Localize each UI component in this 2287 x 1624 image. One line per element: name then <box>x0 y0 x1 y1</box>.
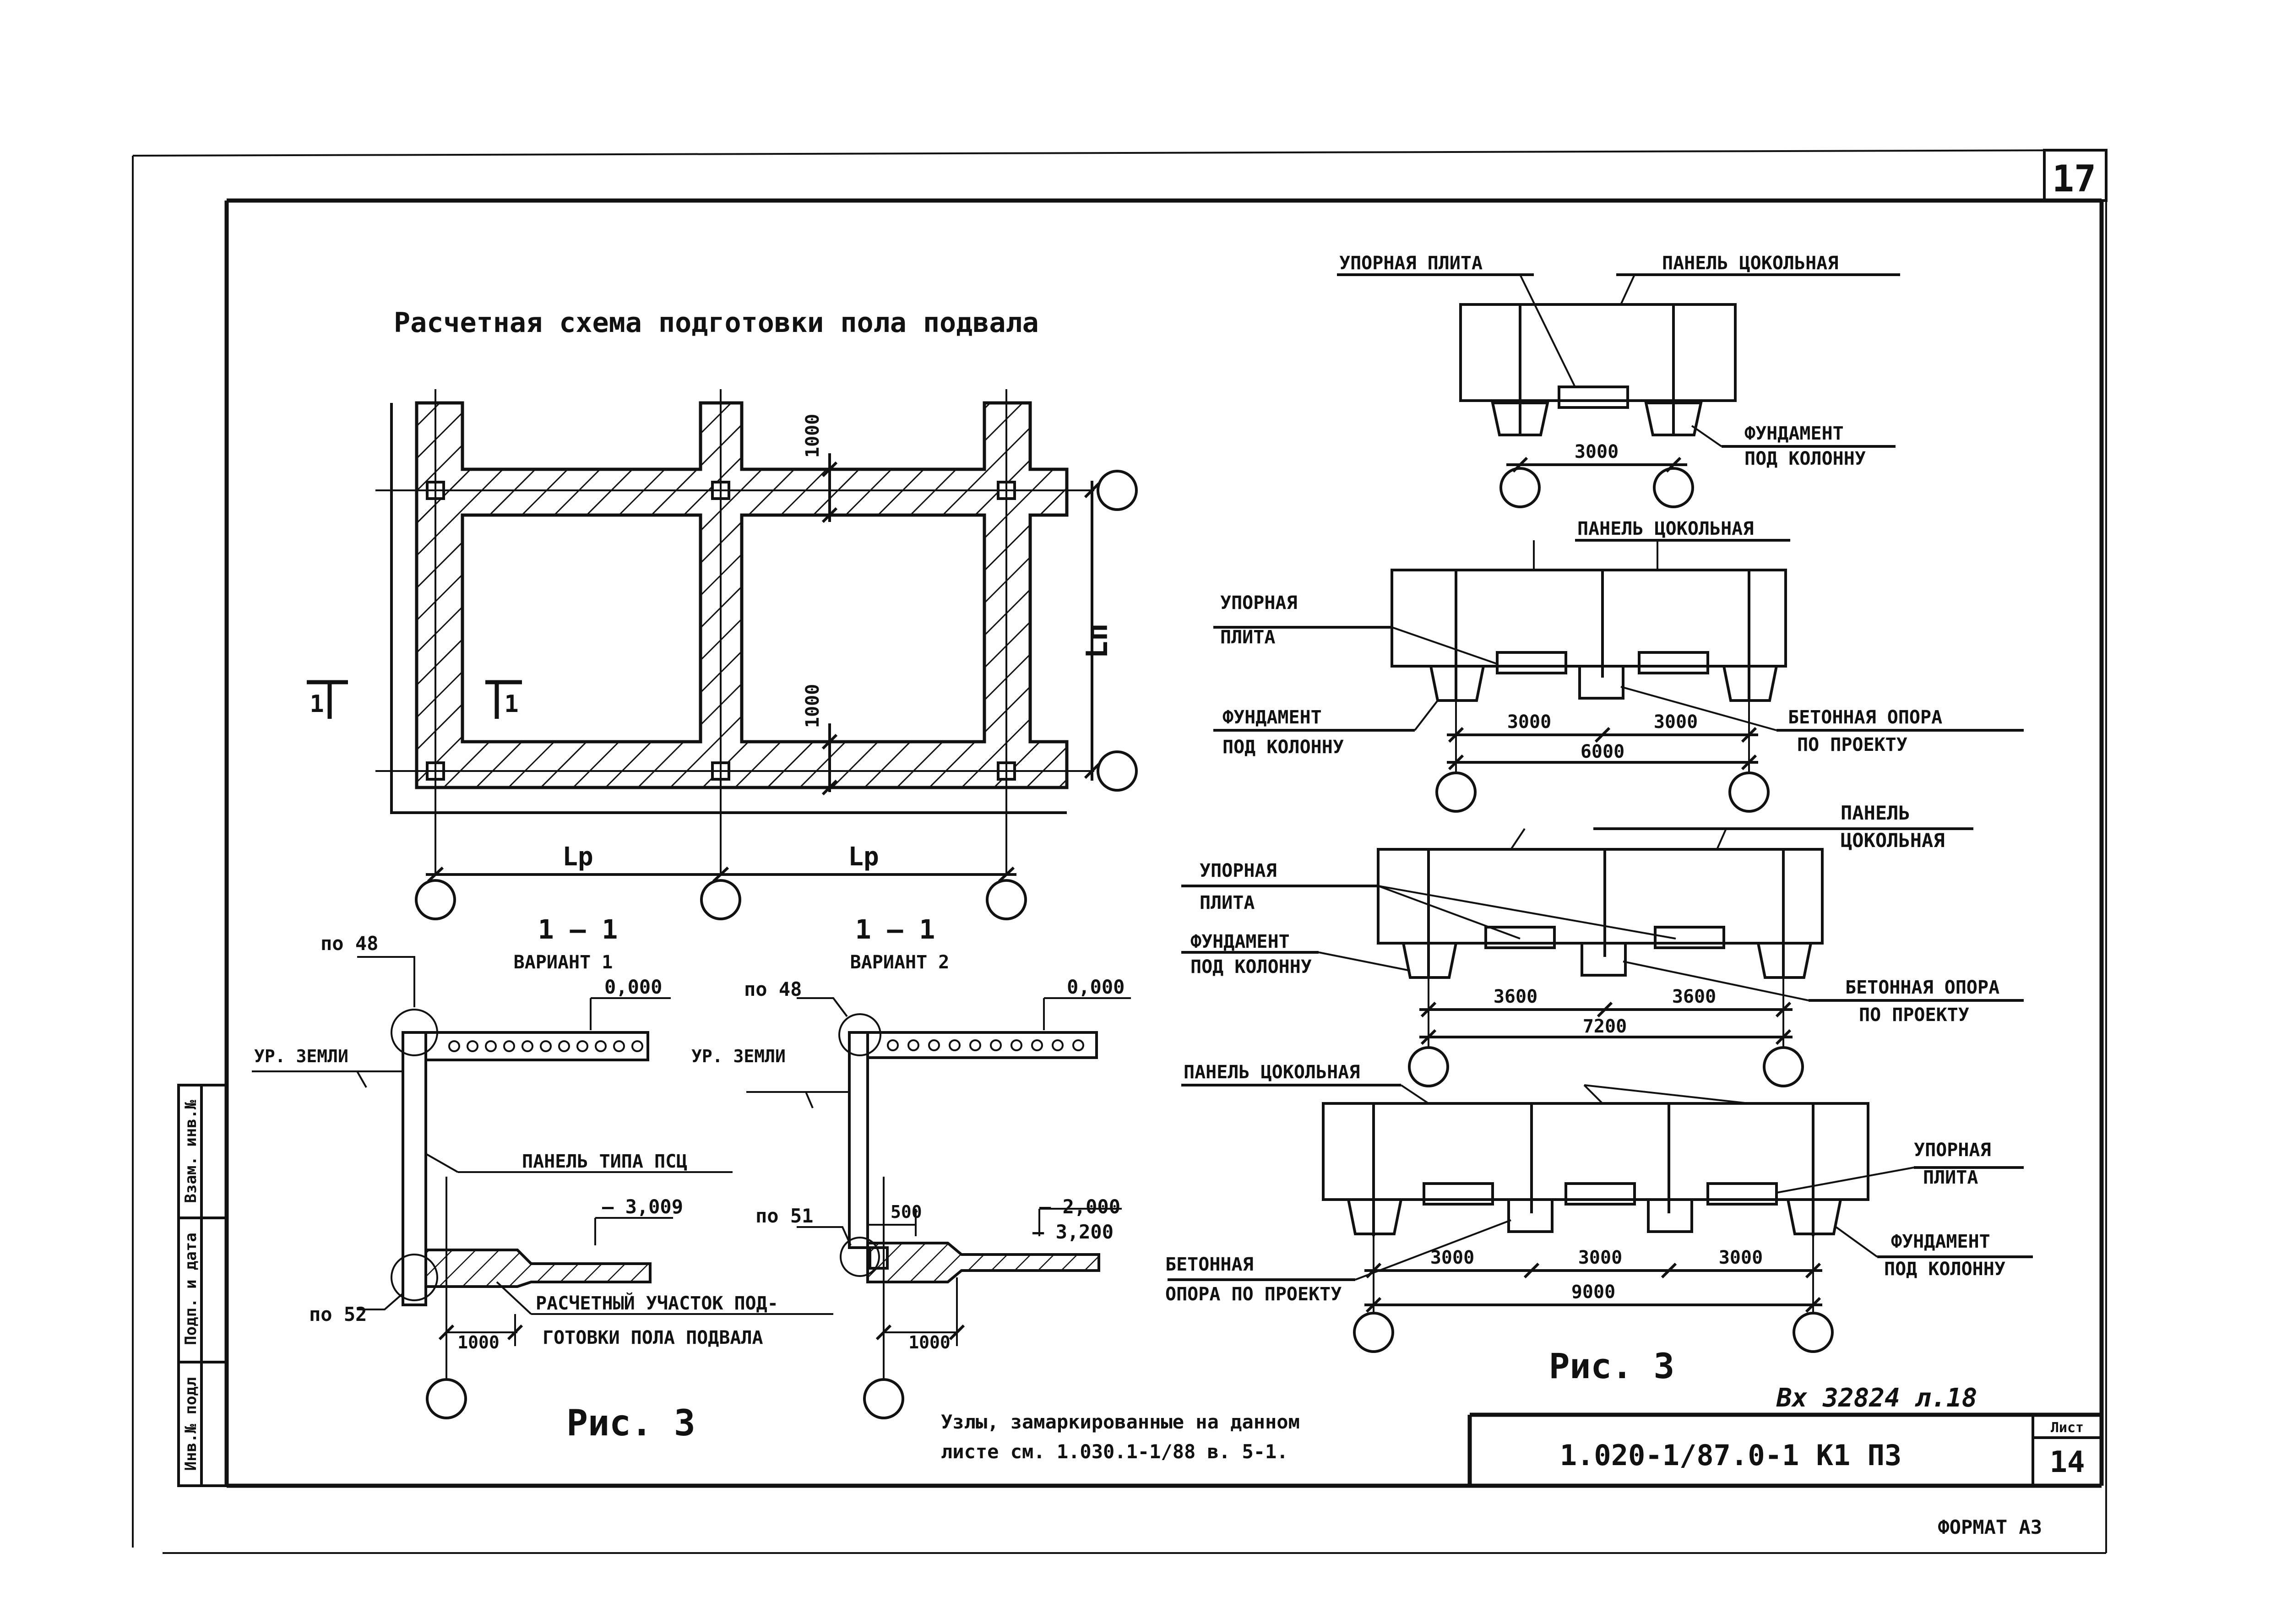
d4-foundation-1: ФУНДАМЕНТ <box>1891 1231 1990 1252</box>
inventory-note: Вх 32824 л.18 <box>1776 1383 1977 1413</box>
fig-label-right: Рис. 3 <box>1549 1346 1675 1386</box>
fig-label-left: Рис. 3 <box>566 1403 695 1444</box>
callout-line-2: ГОТОВКИ ПОЛА ПОДВАЛА <box>543 1327 763 1348</box>
plan-span-right: Lp <box>848 842 879 872</box>
node-48-a: по 48 <box>321 932 378 955</box>
d4-plinth-panel: ПАНЕЛЬ ЦОКОЛЬНАЯ <box>1184 1062 1360 1083</box>
d4-dim-total: 9000 <box>1571 1282 1615 1303</box>
d2-dim-a: 3000 <box>1507 712 1551 733</box>
d4-dim-b: 3000 <box>1578 1247 1622 1268</box>
dim-500: 500 <box>891 1202 922 1222</box>
node-52: по 52 <box>309 1303 367 1325</box>
d3-dim-a: 3600 <box>1494 986 1537 1007</box>
d3-support-1: УПОРНАЯ <box>1200 860 1277 881</box>
level-3200: – 3,200 <box>1032 1221 1114 1243</box>
d4-concrete-2: ОПОРА ПО ПРОЕКТУ <box>1165 1284 1342 1305</box>
ground-level-b: УР. ЗЕМЛИ <box>691 1046 786 1066</box>
section-v2-subtitle: ВАРИАНТ 2 <box>850 952 950 973</box>
plan-dim-1000-bottom: 1000 <box>802 684 823 728</box>
format-label: ФОРМАТ А3 <box>1938 1516 2042 1538</box>
sheet-label: Лист <box>2051 1420 2084 1436</box>
sheet-frame <box>132 149 2108 1554</box>
section-v2-title: 1 – 1 <box>855 914 935 945</box>
page-number: 17 <box>2052 158 2096 200</box>
detail-1 <box>1337 273 1900 508</box>
plan-title: Расчетная схема подготовки пола подвала <box>394 307 1039 339</box>
d4-dim-c: 3000 <box>1719 1247 1763 1268</box>
level-0000-b: 0,000 <box>1067 976 1124 998</box>
d3-support-2: ПЛИТА <box>1200 892 1255 913</box>
d2-dim-b: 3000 <box>1654 712 1698 733</box>
callout-line-1: РАСЧЕТНЫЙ УЧАСТОК ПОД- <box>536 1292 778 1314</box>
panel-type-label: ПАНЕЛЬ ТИПА ПСЦ <box>522 1151 687 1172</box>
d3-foundation-2: ПОД КОЛОННУ <box>1190 956 1312 978</box>
d2-concrete-2: ПО ПРОЕКТУ <box>1797 734 1907 755</box>
d4-support-1: УПОРНАЯ <box>1914 1140 1991 1161</box>
d2-dim-total: 6000 <box>1581 741 1624 762</box>
sidebar-stamp: Взам. инв.№ Подп. и дата Инв.№ подл <box>177 1084 228 1487</box>
d3-panel-2: ЦОКОЛЬНАЯ <box>1841 829 1945 852</box>
section-v1-subtitle: ВАРИАНТ 1 <box>514 952 613 973</box>
section-mark-mid: 1 <box>504 690 518 718</box>
level-0000-a: 0,000 <box>604 976 662 998</box>
d4-support-2: ПЛИТА <box>1923 1167 1978 1188</box>
d1-dim: 3000 <box>1575 441 1619 462</box>
title-block <box>1467 1412 2102 1486</box>
section-variant-1 <box>252 956 833 1419</box>
d1-plinth-panel: ПАНЕЛЬ ЦОКОЛЬНАЯ <box>1662 253 1838 274</box>
detail-4 <box>1168 1084 2033 1353</box>
d2-foundation-2: ПОД КОЛОННУ <box>1222 737 1344 758</box>
detail-3 <box>1181 827 2024 1087</box>
node-51: по 51 <box>755 1205 813 1227</box>
d3-concrete-2: ПО ПРОЕКТУ <box>1859 1005 1969 1026</box>
note-line-2: листе см. 1.030.1-1/88 в. 5-1. <box>941 1440 1288 1463</box>
sheet-number: 14 <box>2049 1445 2085 1479</box>
note-line-1: Узлы, замаркированные на данном <box>941 1411 1300 1433</box>
d4-concrete-1: БЕТОННАЯ <box>1165 1254 1254 1275</box>
sidebar-field-1: Инв.№ подл <box>182 1377 200 1471</box>
d2-foundation-1: ФУНДАМЕНТ <box>1222 707 1322 728</box>
sidebar-field-2: Подп. и дата <box>182 1233 200 1345</box>
plan-dim-1000-top: 1000 <box>802 414 823 458</box>
d1-foundation-1: ФУНДАМЕНТ <box>1744 423 1844 444</box>
dim-1000-b: 1000 <box>908 1332 951 1352</box>
d3-concrete-1: БЕТОННАЯ ОПОРА <box>1845 977 1999 998</box>
section-v1-title: 1 – 1 <box>538 914 618 945</box>
node-48-b: по 48 <box>744 978 802 1000</box>
d2-plinth-panel: ПАНЕЛЬ ЦОКОЛЬНАЯ <box>1577 518 1754 539</box>
d3-foundation-1: ФУНДАМЕНТ <box>1190 931 1290 952</box>
drawing-code: 1.020-1/87.0-1 К1 ПЗ <box>1560 1439 1902 1472</box>
plan-drawing <box>307 389 1138 920</box>
plan-dim-ln: Lп <box>1081 623 1114 658</box>
d1-support-plate: УПОРНАЯ ПЛИТА <box>1339 253 1483 274</box>
d3-panel-1: ПАНЕЛЬ <box>1841 802 1910 824</box>
section-variant-2 <box>746 997 1131 1419</box>
d2-concrete-1: БЕТОННАЯ ОПОРА <box>1788 707 1942 728</box>
sidebar-field-3: Взам. инв.№ <box>182 1100 200 1203</box>
ground-level-a: УР. ЗЕМЛИ <box>254 1046 348 1066</box>
level-2000: – 2,000 <box>1039 1195 1120 1218</box>
detail-2 <box>1213 539 2024 813</box>
d3-dim-total: 7200 <box>1583 1016 1627 1037</box>
dim-1000-a: 1000 <box>457 1332 500 1352</box>
section-mark-left: 1 <box>310 690 324 718</box>
d1-foundation-2: ПОД КОЛОННУ <box>1744 448 1866 469</box>
plan-span-left: Lp <box>562 842 593 872</box>
d2-support-2: ПЛИТА <box>1220 627 1275 648</box>
d3-dim-b: 3600 <box>1672 986 1716 1007</box>
d4-dim-a: 3000 <box>1430 1247 1474 1268</box>
level-3009: – 3,009 <box>602 1195 683 1218</box>
d4-foundation-2: ПОД КОЛОННУ <box>1884 1259 2005 1280</box>
d2-support-1: УПОРНАЯ <box>1220 592 1298 614</box>
